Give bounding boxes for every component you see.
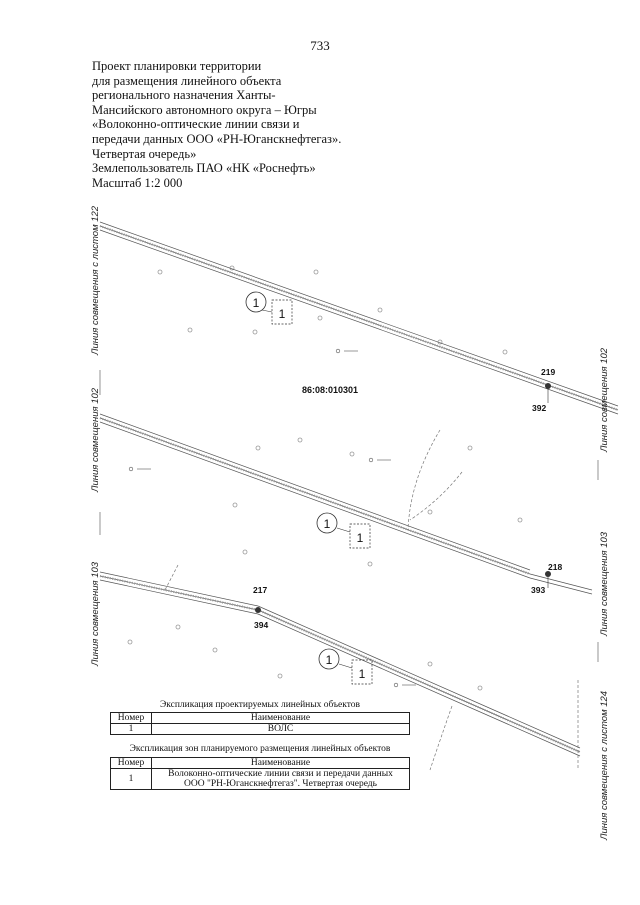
object-marker-2-label: 1 [324, 517, 331, 531]
table-row: 1 ВОЛС [110, 723, 410, 735]
zone-marker-boxes [271, 299, 373, 685]
title-line: Мансийского автономного округа – Югры [92, 102, 317, 117]
point-label-393: 393 [531, 585, 545, 595]
table2-caption: Экспликация зон планируемого размещения … [129, 744, 391, 754]
match-line-right-bottom: Линия совмещения с листом 124 [599, 691, 610, 841]
cable-route-segment-1 [99, 221, 619, 415]
object-marker-2 [316, 512, 338, 534]
title-line: для размещения линейного объекта [92, 73, 282, 88]
cell-number: 1 [110, 723, 152, 735]
object-marker-1-label: 1 [253, 296, 260, 310]
table-header-row: Номер Наименование [110, 757, 410, 769]
match-line-left-bottom: Линия совмещения 103 [90, 561, 101, 667]
header-name: Наименование [151, 757, 410, 769]
match-line-right-mid: Линия совмещения 103 [599, 531, 610, 637]
document-title: Проект планировки территории для размеще… [92, 59, 392, 190]
point-label-217: 217 [253, 585, 267, 595]
point-label-394: 394 [254, 620, 268, 630]
match-line-left-top: Линия совмещения с листом 122 [90, 205, 101, 356]
title-line: регионального назначения Ханты- [92, 88, 276, 103]
fraction-symbols [128, 348, 416, 688]
title-line: передачи данных ООО «РН-Юганскнефтегаз». [92, 131, 342, 146]
title-line: Землепользователь ПАО «НК «Роснефть» [92, 161, 316, 176]
object-marker-3-label: 1 [326, 653, 333, 667]
separator-lines [99, 370, 599, 662]
zone-marker-3-label: 1 [359, 667, 366, 681]
dashed-tracks [164, 429, 579, 771]
header-number: Номер [110, 757, 152, 769]
title-line: Четвертая очередь» [92, 146, 197, 161]
table1-caption: Экспликация проектируемых линейных объек… [159, 700, 361, 710]
point-label-219: 219 [541, 367, 555, 377]
table-row: 1 Волоконно-оптические линии связи и пер… [110, 768, 410, 790]
title-line: Проект планировки территории [92, 59, 262, 73]
terrain-symbols [127, 265, 523, 691]
match-line-right-top: Линия совмещения 102 [599, 347, 610, 453]
header-number: Номер [110, 712, 152, 724]
match-line-left-mid: Линия совмещения 102 [90, 387, 101, 493]
node-markers [255, 383, 551, 613]
cable-route-segment-2 [99, 413, 593, 595]
object-marker-1 [245, 291, 267, 313]
projected-objects-table: Номер Наименование 1 ВОЛС [110, 712, 410, 735]
cell-name-line: Волоконно-оптические линии связи и перед… [168, 769, 393, 779]
zones-table: Номер Наименование 1 Волоконно-оптически… [110, 757, 410, 790]
cell-name: Волоконно-оптические линии связи и перед… [151, 768, 410, 790]
page-number: 733 [310, 38, 330, 53]
header-name: Наименование [151, 712, 410, 724]
zone-marker-1-label: 1 [279, 307, 286, 321]
cell-number: 1 [110, 768, 152, 790]
cadastral-number: 86:08:010301 [302, 385, 358, 395]
cable-route-segment-3 [99, 571, 581, 757]
scale-line: Масштаб 1:2 000 [92, 175, 183, 190]
zone-marker-2-label: 1 [357, 531, 364, 545]
cell-name: ВОЛС [151, 723, 410, 735]
point-label-218: 218 [548, 562, 562, 572]
object-marker-3 [318, 648, 340, 670]
title-line: «Волоконно-оптические линии связи и [92, 117, 300, 132]
table-header-row: Номер Наименование [110, 712, 410, 724]
cell-name-line: ООО "РН-Юганскнефтегаз". Четвертая очере… [184, 779, 377, 789]
point-label-392: 392 [532, 403, 546, 413]
